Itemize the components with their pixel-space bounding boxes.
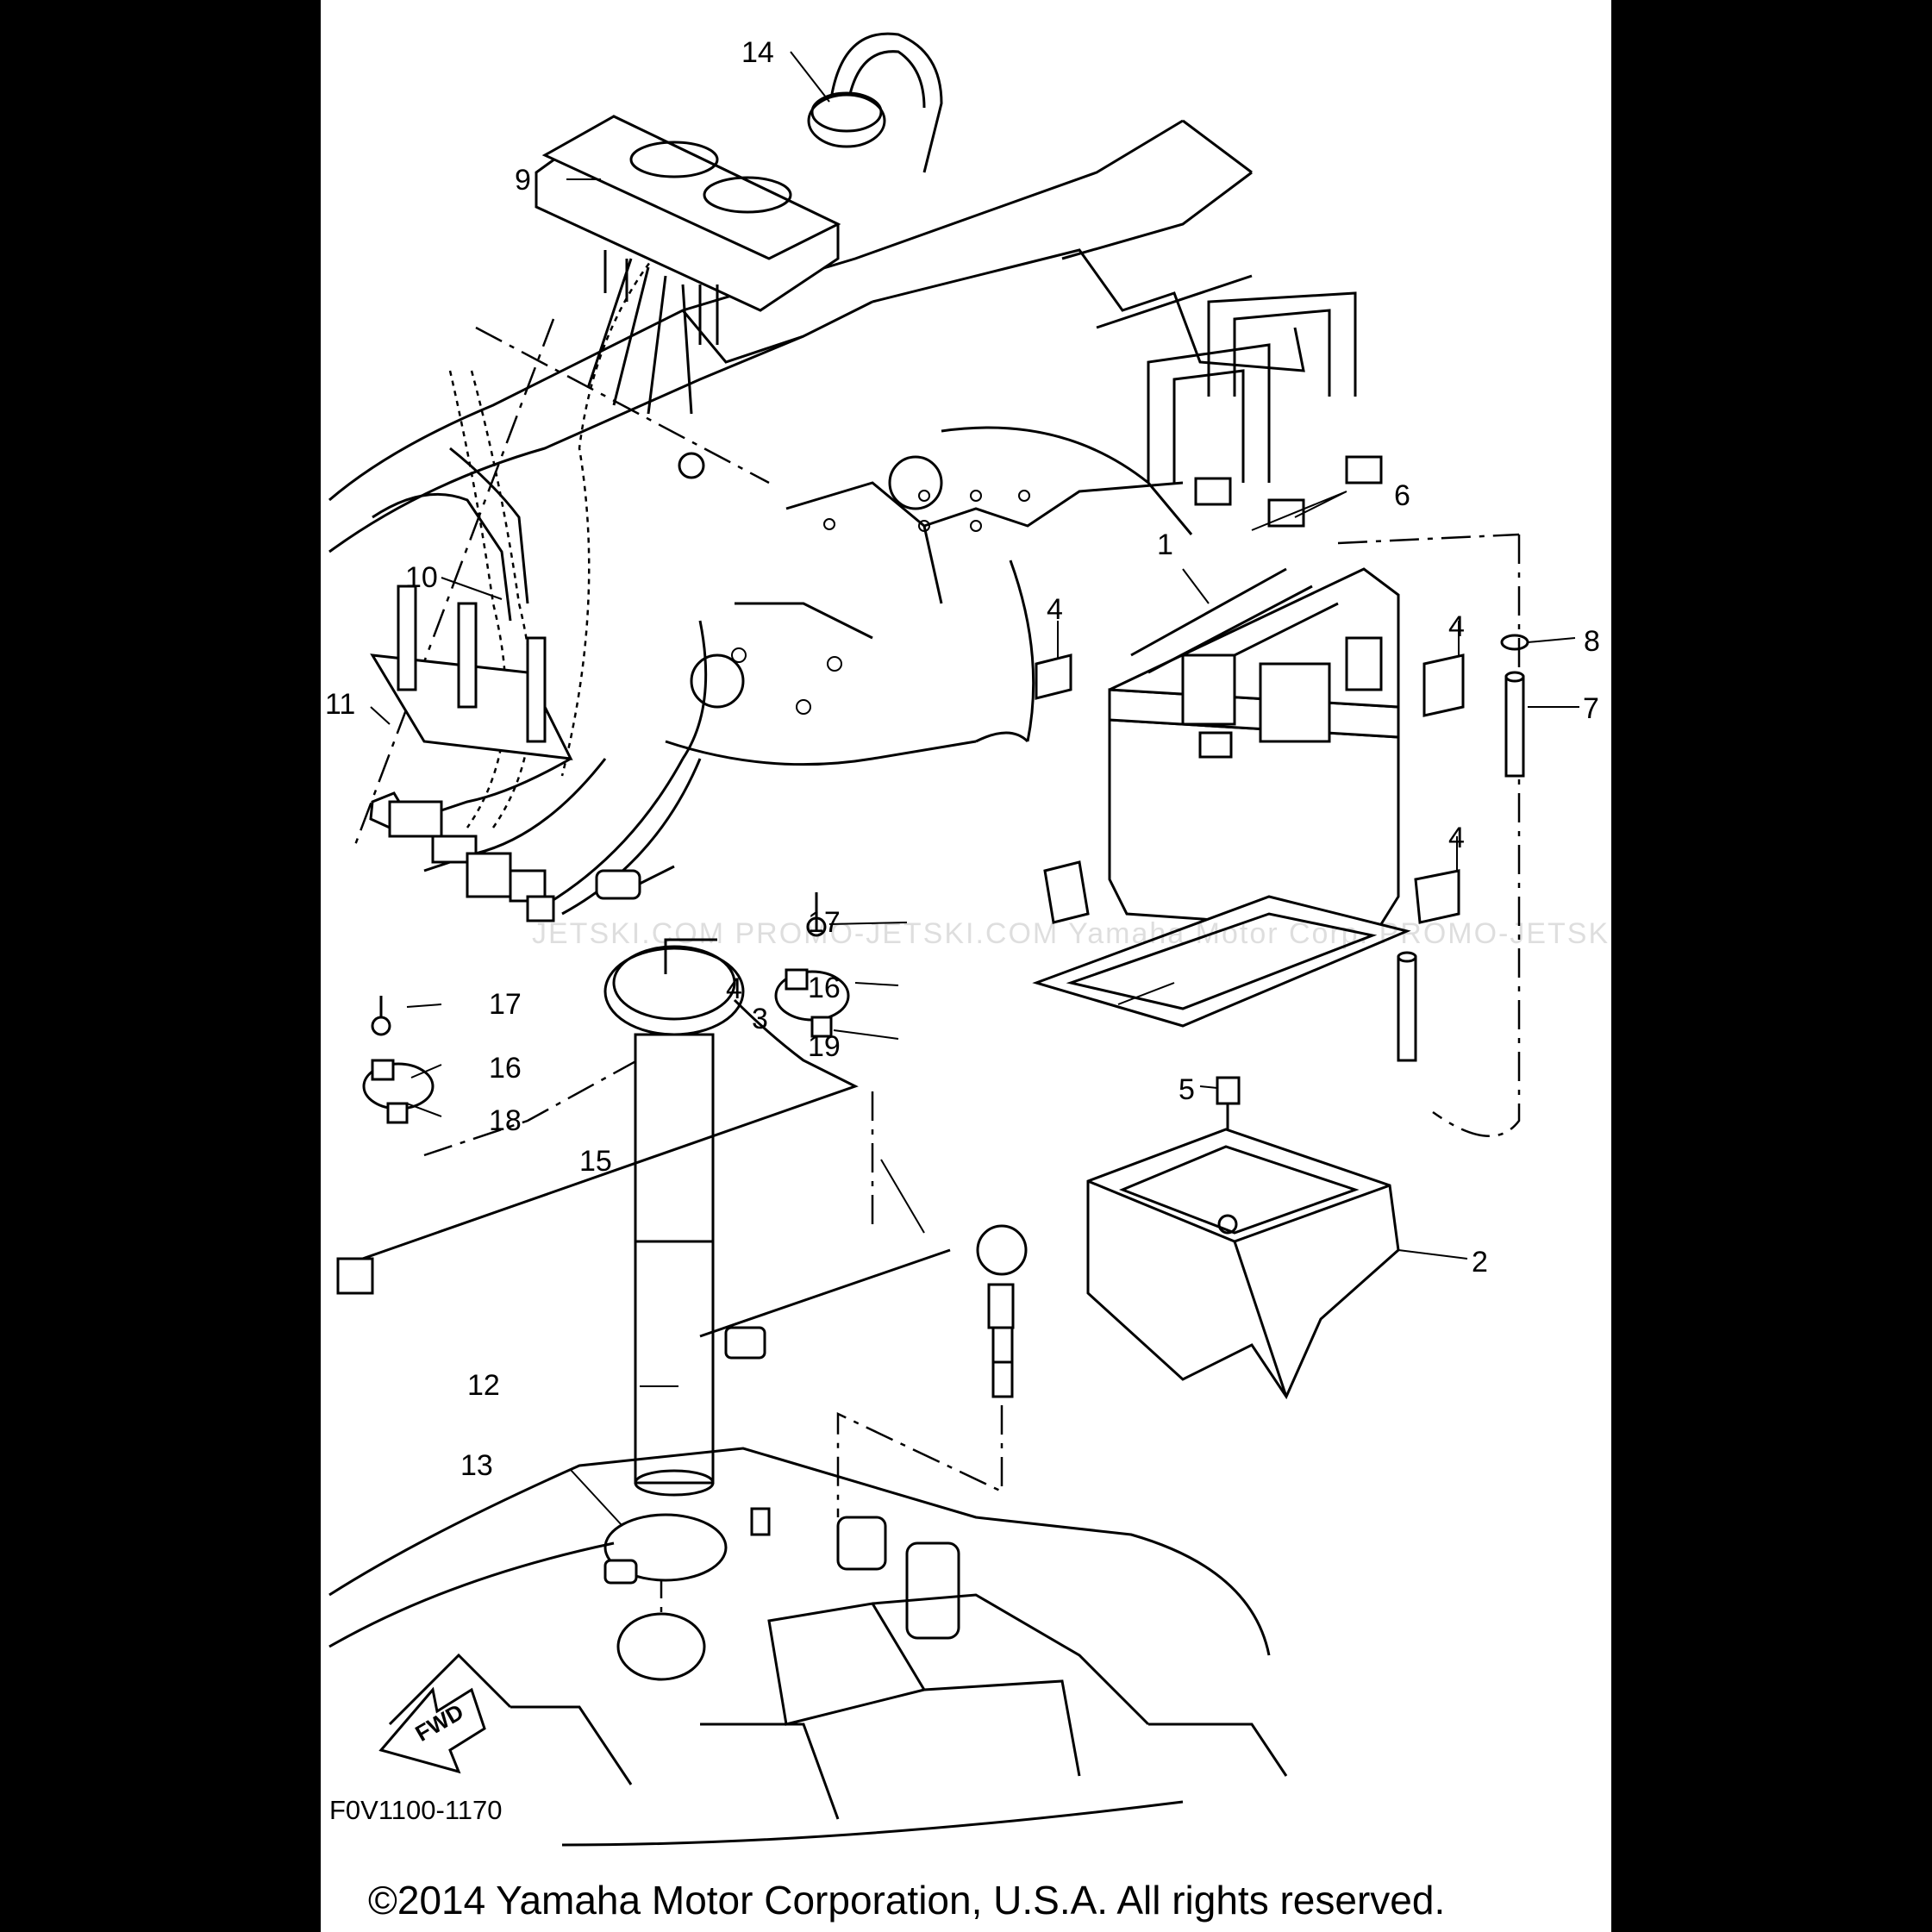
fuel-sender-unit [336, 938, 859, 1497]
callout-1: 1 [1157, 528, 1173, 561]
callout-17-a: 17 [808, 906, 841, 939]
callout-4-c: 4 [1448, 822, 1465, 854]
callout-8: 8 [1584, 625, 1600, 658]
forward-direction-arrow [378, 1686, 486, 1774]
callout-15: 15 [579, 1145, 612, 1178]
fuel-tank [328, 1447, 1288, 1847]
callout-16-b: 16 [489, 1052, 522, 1085]
callout-9: 9 [515, 164, 531, 197]
cable-grommet [807, 32, 943, 173]
callout-16-a: 16 [808, 972, 841, 1004]
callout-10: 10 [405, 561, 438, 594]
callout-18: 18 [489, 1104, 522, 1137]
battery-tray-plate [1032, 895, 1411, 1028]
clamps-and-rivets [362, 892, 850, 1124]
callout-2: 2 [1472, 1246, 1488, 1279]
callout-7: 7 [1583, 692, 1599, 725]
battery-pads [1035, 653, 1465, 924]
callout-13: 13 [460, 1449, 493, 1482]
callout-5: 5 [1179, 1073, 1195, 1106]
callout-11: 11 [325, 688, 356, 721]
callout-12: 12 [467, 1369, 500, 1402]
battery-straps [1147, 291, 1383, 528]
battery-box [1086, 1076, 1400, 1400]
callout-6: 6 [1394, 479, 1410, 512]
callout-leaders [370, 51, 1579, 1527]
tank-top-fittings [603, 1507, 960, 1681]
callout-17-b: 17 [489, 988, 522, 1021]
callout-4-a: 4 [1047, 593, 1063, 626]
callout-3: 3 [752, 1003, 768, 1035]
battery [1108, 567, 1400, 933]
callout-4-d: 4 [726, 972, 742, 1005]
callout-19: 19 [808, 1030, 841, 1063]
callout-14: 14 [741, 36, 774, 69]
wiring-harness [388, 757, 702, 922]
callout-4-b: 4 [1448, 610, 1465, 643]
meter-housing [535, 115, 841, 415]
copyright-notice: ©2014 Yamaha Motor Corporation, U.S.A. A… [368, 1878, 1446, 1923]
parts-diagram-sheet: 14 9 6 1 10 4 4 8 7 11 4 17 16 4 3 17 19… [321, 0, 1611, 1932]
mount-bracket [369, 585, 573, 829]
level-sensor [699, 1224, 1028, 1398]
exploded-parts-drawing [328, 32, 1579, 1847]
diagram-code: F0V1100-1170 [329, 1795, 503, 1825]
site-watermark: JETSKI.COM PROMO-JETSKI.COM Yamaha Motor… [532, 917, 1611, 950]
hull-deck-outline [328, 119, 1305, 766]
